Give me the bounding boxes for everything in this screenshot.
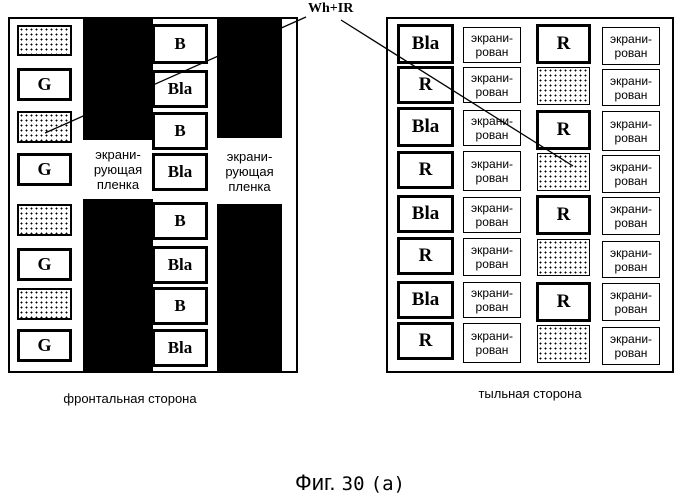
figure-number: 30 [342,473,365,495]
leader-line-front [45,17,306,133]
leader-line-back [341,20,573,166]
front-side-caption: фронтальная сторона [20,391,240,406]
figure-prefix: Фиг. [295,470,335,495]
wh-ir-label: Wh+IR [308,1,353,17]
back-side-caption: тыльная сторона [440,386,620,401]
figure-caption: Фиг. 30 (a) [230,470,470,496]
figure-suffix: (a) [371,473,405,495]
